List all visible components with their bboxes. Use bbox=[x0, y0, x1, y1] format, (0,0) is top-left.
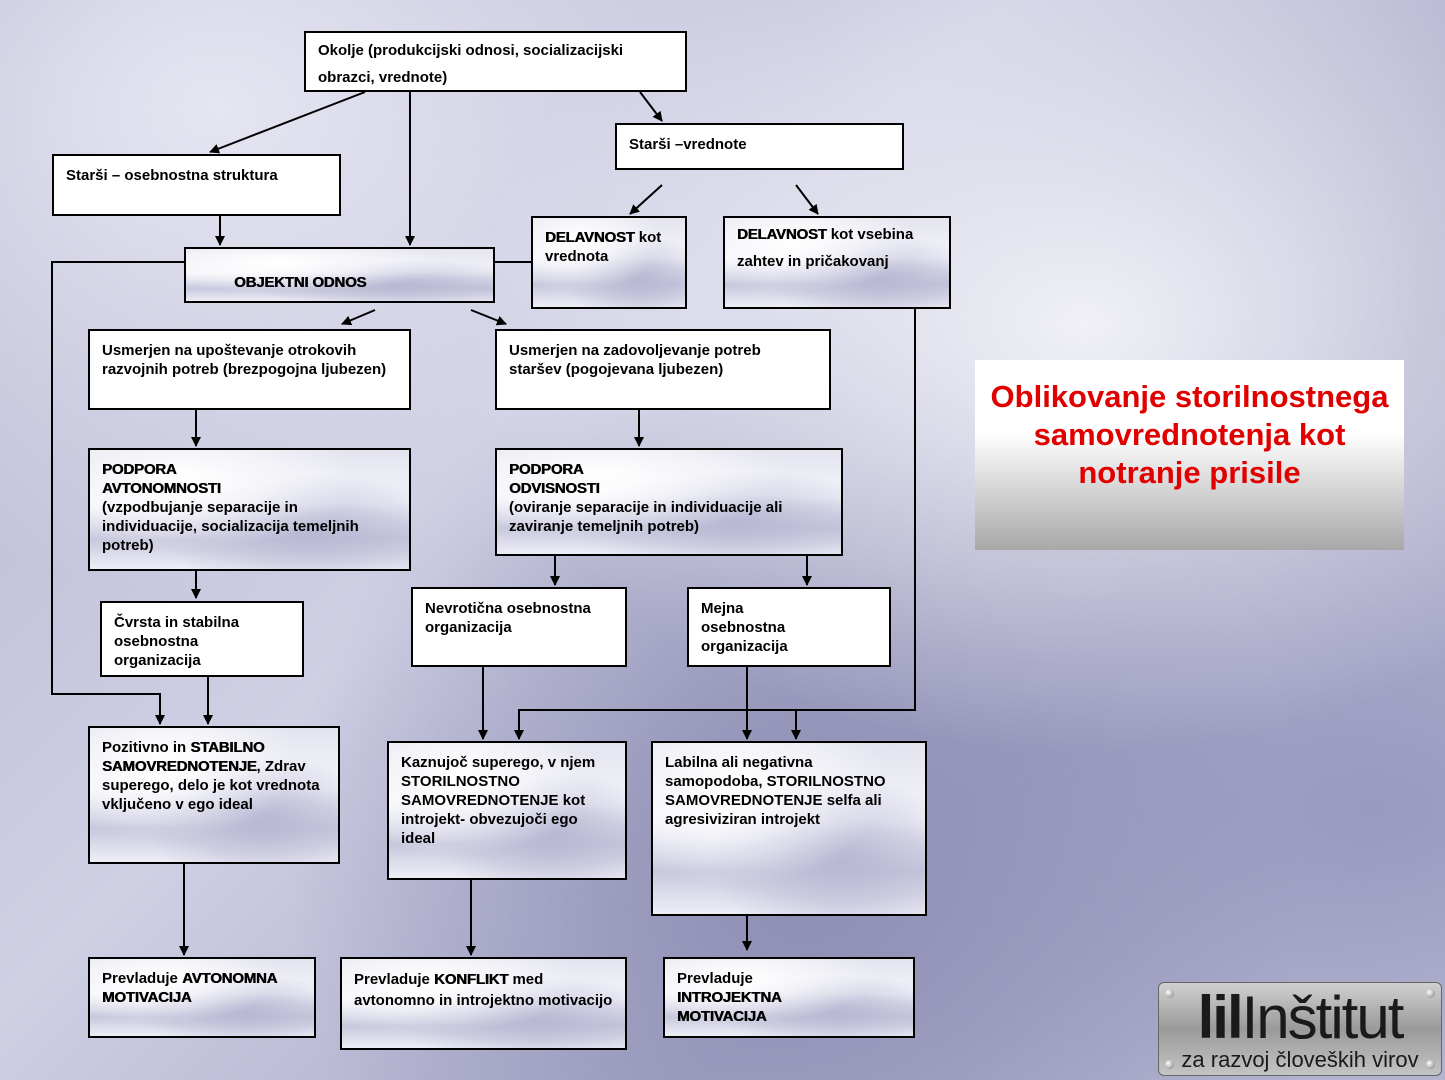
logo-subtitle: za razvoj človeških virov bbox=[1181, 1047, 1419, 1072]
text: (vzpodbujanje separacije in individuacij… bbox=[102, 499, 359, 554]
box-starsi-vrednote: Starši –vrednote bbox=[615, 123, 904, 170]
emphasis: AVTONOMNA MOTIVACIJA bbox=[102, 970, 277, 1006]
screw-icon bbox=[1426, 989, 1435, 998]
emphasis: DELAVNOST bbox=[545, 229, 635, 246]
box-labilna-samopodoba: Labilna ali negativna samopodoba, STORIL… bbox=[651, 741, 927, 916]
box-podpora-odvisnosti: PODPORA ODVISNOSTI(oviranje separacije i… bbox=[495, 448, 843, 556]
box-pozitivno-samovrednotenje: Pozitivno in STABILNO SAMOVREDNOTENJE, Z… bbox=[88, 726, 340, 864]
text: kot introjekt- obvezujoči ego ideal bbox=[401, 792, 586, 847]
text: , Zdrav superego, delo je kot vrednota v… bbox=[102, 758, 320, 813]
box-objektni-odnos: OBJEKTNI ODNOS bbox=[184, 247, 495, 303]
box-prevladuje-avtonomna: Prevladuje AVTONOMNA MOTIVACIJA bbox=[88, 957, 316, 1038]
screw-icon bbox=[1165, 989, 1174, 998]
text: kot vrednota bbox=[545, 229, 662, 265]
box-delavnost-vsebina: DELAVNOST kot vsebina zahtev in pričakov… bbox=[723, 216, 951, 309]
text: kot vsebina zahtev in pričakovanj bbox=[737, 226, 914, 270]
emphasis: KONFLIKT bbox=[434, 971, 509, 988]
box-cvrsta-organizacija: Čvrsta in stabilna osebnostna organizaci… bbox=[100, 601, 304, 677]
text: Kaznujoč superego, v njem STORILNOSTNO S… bbox=[401, 754, 596, 809]
box-mejna-organizacija: Mejna osebnostna organizacija bbox=[687, 587, 891, 667]
screw-icon bbox=[1165, 1060, 1174, 1069]
emphasis: INTROJEKTNA MOTIVACIJA bbox=[677, 989, 781, 1025]
text: Prevladuje bbox=[354, 971, 435, 988]
box-delavnost-vrednota: DELAVNOST kot vrednota bbox=[531, 216, 687, 309]
box-starsi-osebnostna-struktura: Starši – osebnostna struktura bbox=[52, 154, 341, 216]
emphasis: OBJEKTNI ODNOS bbox=[234, 274, 367, 291]
text: Prevladuje bbox=[677, 970, 753, 987]
box-prevladuje-introjektna: Prevladuje INTROJEKTNA MOTIVACIJA bbox=[663, 957, 915, 1038]
box-usmerjen-starsi: Usmerjen na zadovoljevanje potreb starše… bbox=[495, 329, 831, 410]
text: med avtonomno in introjektno motivacijo bbox=[354, 971, 613, 1009]
box-kaznujoc-superego: Kaznujoč superego, v njem STORILNOSTNO S… bbox=[387, 741, 627, 880]
emphasis: PODPORA ODVISNOSTI bbox=[509, 461, 600, 497]
emphasis: STABILNO SAMOVREDNOTENJE bbox=[102, 739, 265, 775]
emphasis: PODPORA AVTONOMNOSTI bbox=[102, 461, 221, 497]
emphasis: DELAVNOST bbox=[737, 226, 827, 243]
logo-name-text: Inštitut bbox=[1241, 984, 1405, 1051]
text: Pozitivno in bbox=[102, 739, 191, 756]
logo-name: lilInštitut bbox=[1197, 984, 1405, 1051]
box-usmerjen-otrok: Usmerjen na upoštevanje otrokovih razvoj… bbox=[88, 329, 411, 410]
screw-icon bbox=[1426, 1060, 1435, 1069]
slide-title: Oblikovanje storilnostnega samovrednoten… bbox=[975, 360, 1404, 550]
text: (oviranje separacije in individuacije al… bbox=[509, 499, 783, 535]
box-nevroticna-organizacija: Nevrotična osebnostna organizacija bbox=[411, 587, 627, 667]
box-prevladuje-konflikt: Prevladuje KONFLIKT med avtonomno in int… bbox=[340, 957, 627, 1050]
box-okolje: Okolje (produkcijski odnosi, socializaci… bbox=[304, 31, 687, 92]
text: Prevladuje bbox=[102, 970, 183, 987]
institut-logo: lilInštitut za razvoj človeških virov bbox=[1158, 982, 1442, 1076]
box-podpora-avtonomnosti: PODPORA AVTONOMNOSTI(vzpodbujanje separa… bbox=[88, 448, 411, 571]
